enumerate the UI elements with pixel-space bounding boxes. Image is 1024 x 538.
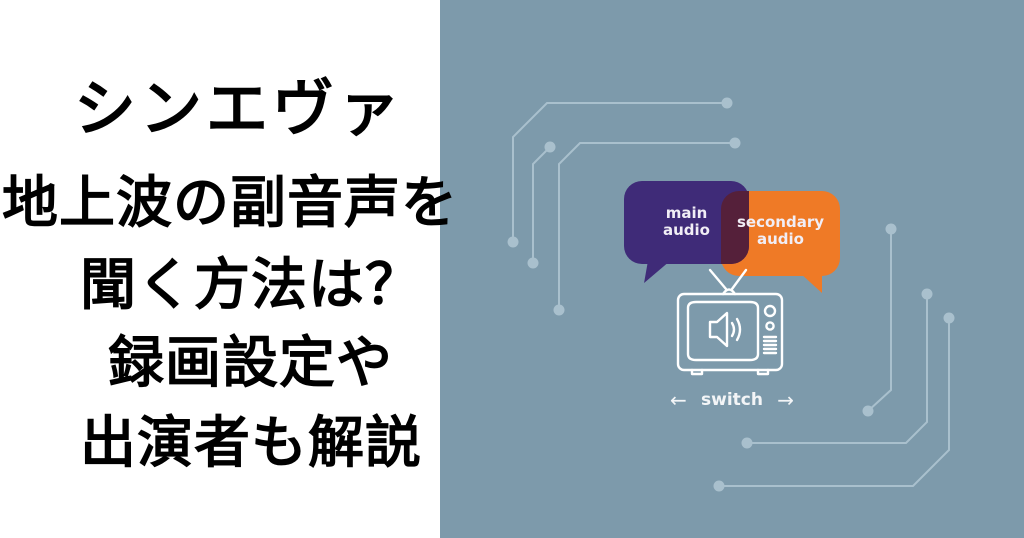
- tv-with-speaker-icon: [676, 268, 784, 376]
- arrow-left-icon: ←: [670, 388, 687, 412]
- headline-line-2: 地上波の副音声を: [2, 171, 458, 236]
- secondary-audio-label: secondary audio: [736, 212, 824, 248]
- speech-bubble-tail: [800, 273, 822, 293]
- secondary-audio-label-line2: audio: [756, 229, 804, 248]
- headline-line-3: 聞く方法は？: [80, 253, 422, 318]
- headline-line-1: シンエヴァ: [74, 72, 405, 145]
- left-panel: [0, 0, 440, 538]
- headline-line-5: 出演者も解説: [80, 411, 422, 476]
- antenna-left: [708, 268, 728, 291]
- main-audio-label-line1: main: [665, 203, 708, 222]
- main-audio-label-line2: audio: [663, 220, 710, 239]
- headline: シンエヴァ 地上波の副音声を 聞く方法は？ 録画設定や 出演者も解説: [2, 72, 458, 477]
- speech-bubble-tail: [644, 261, 670, 283]
- headline-line-4: 録画設定や: [108, 331, 393, 396]
- arrow-right-icon: →: [777, 388, 794, 412]
- switch-indicator: ← switch →: [670, 387, 794, 413]
- antenna-right: [730, 268, 748, 291]
- main-audio-label: main audio: [663, 203, 710, 239]
- secondary-audio-label-line1: secondary: [736, 212, 824, 231]
- switch-label: switch: [701, 390, 763, 410]
